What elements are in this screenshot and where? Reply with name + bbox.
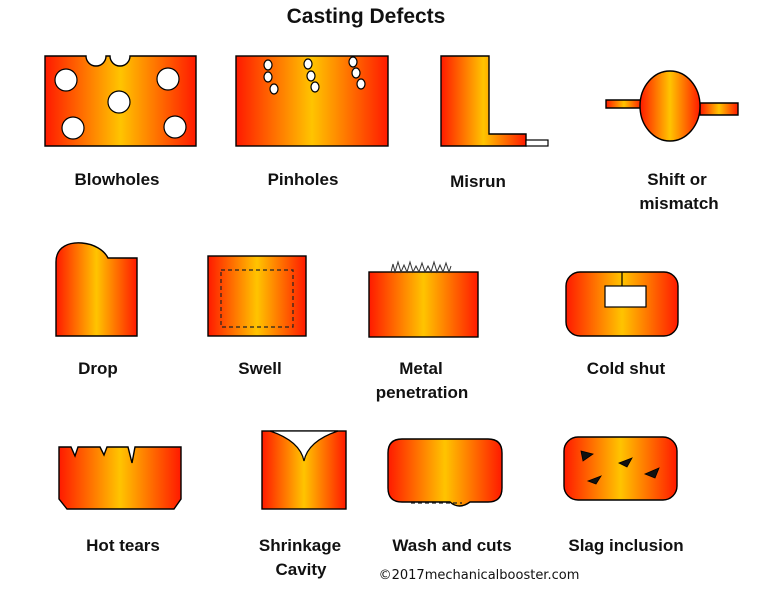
misrun-figure — [440, 55, 549, 147]
label-shrinkage-line1: Shrinkage — [259, 536, 341, 555]
hot-tears-figure — [58, 446, 182, 510]
label-wash-and-cuts: Wash and cuts — [392, 536, 511, 555]
cold-shut-figure — [565, 271, 679, 337]
metal-penetration-figure — [368, 260, 479, 338]
label-slag-inclusion: Slag inclusion — [568, 536, 683, 555]
shift-figure — [605, 70, 739, 142]
diagram-title: Casting Defects — [287, 5, 446, 28]
label-misrun: Misrun — [450, 172, 506, 191]
shrinkage-cavity-figure — [261, 430, 347, 510]
label-blowholes: Blowholes — [74, 170, 159, 189]
copyright-text: ©2017mechanicalbooster.com — [379, 568, 580, 583]
drop-figure — [55, 242, 138, 337]
pinholes-figure — [235, 55, 389, 147]
label-shift-line1: Shift or — [647, 170, 707, 189]
label-shrinkage-line2: Cavity — [275, 560, 327, 579]
swell-figure — [207, 255, 307, 337]
wash-and-cuts-figure — [387, 438, 503, 507]
label-penetration-line2: penetration — [376, 383, 469, 402]
blowholes-figure — [44, 55, 197, 147]
label-swell: Swell — [238, 359, 281, 378]
label-shift-line2: mismatch — [639, 194, 718, 213]
label-penetration-line1: Metal — [399, 359, 442, 378]
label-hot-tears: Hot tears — [86, 536, 160, 555]
slag-inclusion-figure — [563, 436, 678, 501]
label-drop: Drop — [78, 359, 118, 378]
label-cold-shut: Cold shut — [587, 359, 666, 378]
label-pinholes: Pinholes — [268, 170, 339, 189]
